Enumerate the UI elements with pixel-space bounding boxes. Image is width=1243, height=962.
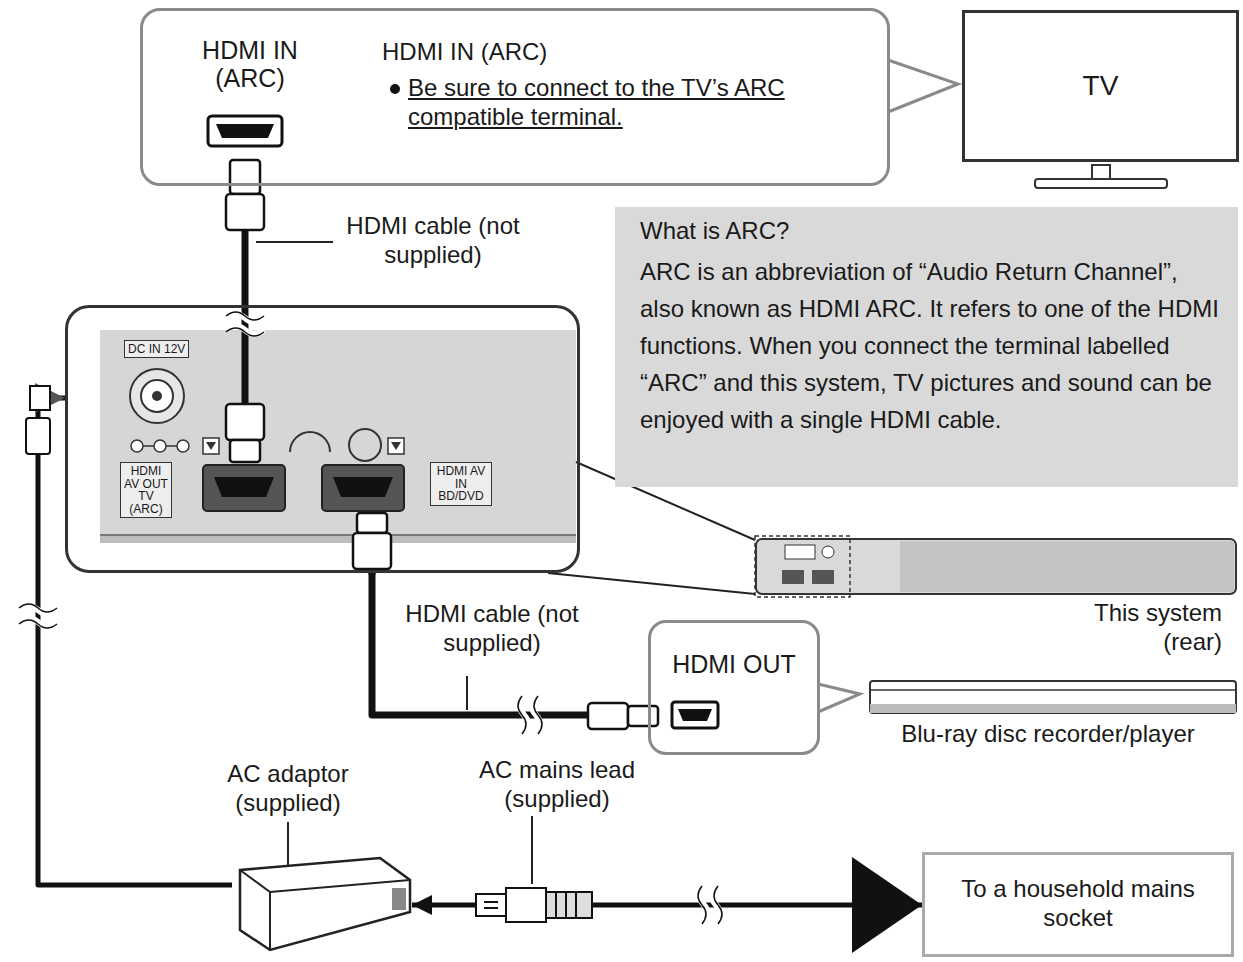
diagram-node: AC adaptor (supplied) (232, 760, 412, 955)
ac-adaptor (240, 858, 410, 950)
cable-label: HDMI cable (not supplied) (338, 212, 528, 270)
node-text: AC adaptor (supplied) (220, 760, 356, 818)
node-text: HDMI OUT (651, 649, 817, 679)
hdmi-plug (226, 160, 264, 462)
node-text: Blu-ray disc recorder/player (862, 720, 1234, 749)
soundbar (755, 536, 1236, 597)
cable-label: HDMI cable (not supplied) (396, 600, 588, 658)
diagram-node: Blu-ray disc recorder/player (862, 678, 1240, 758)
diagram-node: What is ARC? ARC is an abbreviation of “A… (615, 207, 1238, 487)
node-text: To a household mains socket (925, 875, 1231, 933)
node-text: TV (965, 69, 1236, 103)
cable-label: AC mains lead (supplied) (452, 756, 662, 814)
diagram-node: This system (rear) (752, 535, 1240, 660)
node-text: DC IN 12V (124, 340, 189, 358)
cable-connector (372, 573, 648, 715)
hdmi-port (672, 702, 718, 728)
diagram-node: HDMI IN (ARC) HDMI IN (ARC) Be sure to con… (140, 8, 890, 186)
callout-pointer (818, 684, 860, 712)
node-text: HDMI IN (ARC) (382, 38, 802, 67)
node-text: HDMI IN (ARC) (190, 37, 310, 92)
diagram-node: TV (962, 10, 1239, 162)
bullet (390, 84, 400, 94)
mains-plug (476, 888, 592, 922)
leader-line (548, 573, 755, 594)
node-text: ARC is an abbreviation of “Audio Return … (640, 253, 1220, 438)
node-text: Be sure to connect to the TV’s ARC compa… (408, 74, 848, 132)
diagram-node: To a household mains socket (922, 852, 1234, 957)
diagram-node: DC IN 12V HDMI AV OUT TV (ARC) HDMI AV IN … (65, 305, 580, 573)
rear-panel (100, 330, 576, 543)
node-text: HDMI AV IN BD/DVD (430, 462, 492, 506)
node-text: What is ARC? (640, 217, 1220, 246)
dc-plug (26, 386, 50, 454)
hdmi-port (208, 116, 282, 146)
node-text: This system (rear) (1064, 599, 1222, 657)
hdmi-plug (353, 513, 658, 729)
callout-pointer (888, 60, 958, 112)
tv-stand (1035, 165, 1167, 188)
bluray-player (870, 681, 1236, 713)
node-text: HDMI AV OUT TV (ARC) (120, 462, 172, 518)
diagram-node: HDMI OUT (648, 620, 820, 755)
